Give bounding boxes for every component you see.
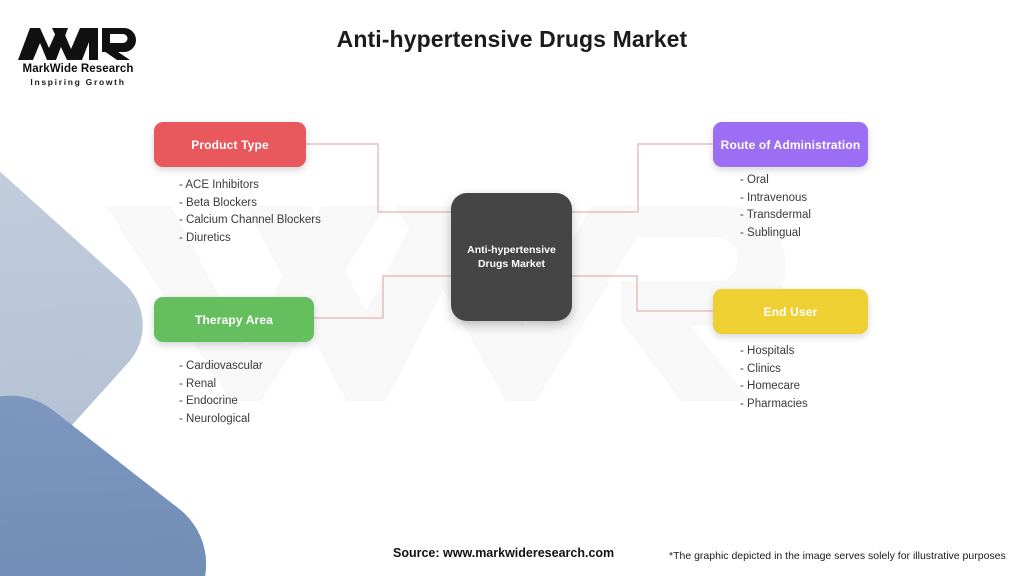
connector-therapy-area: [314, 275, 452, 319]
list-item: - Cardiovascular: [179, 360, 263, 372]
branch-label-route-of-administration: Route of Administration: [720, 137, 861, 152]
list-item: - Hospitals: [740, 345, 795, 357]
brand-name: MarkWide Research: [22, 63, 134, 75]
center-node-line2: Drugs Market: [477, 258, 546, 270]
branch-items-therapy-area: - Cardiovascular - Renal - Endocrine - N…: [179, 358, 263, 428]
list-item: - Endocrine: [179, 395, 238, 407]
list-item: - Calcium Channel Blockers: [179, 214, 321, 226]
list-item: - Pharmacies: [740, 397, 808, 410]
list-item: - ACE Inhibitors: [179, 179, 259, 191]
branch-label-end-user: End User: [763, 304, 818, 319]
list-item: - Clinics: [740, 362, 781, 375]
branch-pill-therapy-area[interactable]: Therapy Area: [154, 297, 314, 342]
list-item: - Transdermal: [740, 209, 811, 221]
list-item: - Oral: [740, 174, 769, 186]
mwr-logo-icon: [18, 28, 136, 60]
list-item: - Intravenous: [740, 191, 808, 204]
branch-pill-end-user[interactable]: End User: [713, 289, 868, 334]
center-node-line1: Anti-hypertensive: [467, 244, 556, 256]
branch-items-end-user: - Hospitals - Clinics - Homecare - Pharm…: [740, 343, 808, 413]
list-item: - Beta Blockers: [179, 196, 257, 209]
list-item: - Diuretics: [179, 231, 231, 244]
branch-pill-product-type[interactable]: Product Type: [154, 122, 306, 167]
branch-items-product-type: - ACE Inhibitors - Beta Blockers - Calci…: [179, 177, 321, 247]
center-node[interactable]: Anti-hypertensive Drugs Market: [451, 193, 572, 321]
list-item: - Neurological: [179, 412, 250, 425]
brand-tagline: Inspiring Growth: [30, 77, 126, 87]
branch-label-therapy-area: Therapy Area: [194, 312, 274, 327]
list-item: - Homecare: [740, 380, 801, 392]
branch-label-product-type: Product Type: [191, 137, 269, 152]
source-label: Source: www.markwideresearch.com: [393, 546, 615, 560]
connector-end-user: [571, 275, 713, 312]
page-title: Anti-hypertensive Drugs Market: [336, 26, 688, 52]
disclaimer-note: *The graphic depicted in the image serve…: [669, 550, 1006, 562]
branch-items-route-of-administration: - Oral - Intravenous - Transdermal - Sub…: [740, 172, 811, 242]
list-item: - Renal: [179, 377, 217, 390]
connector-route-of-administration: [571, 143, 713, 213]
connector-product-type: [306, 143, 452, 213]
brand-logo: MarkWide Research Inspiring Growth: [16, 24, 140, 87]
list-item: - Sublingual: [740, 226, 801, 239]
branch-pill-route-of-administration[interactable]: Route of Administration: [713, 122, 868, 167]
